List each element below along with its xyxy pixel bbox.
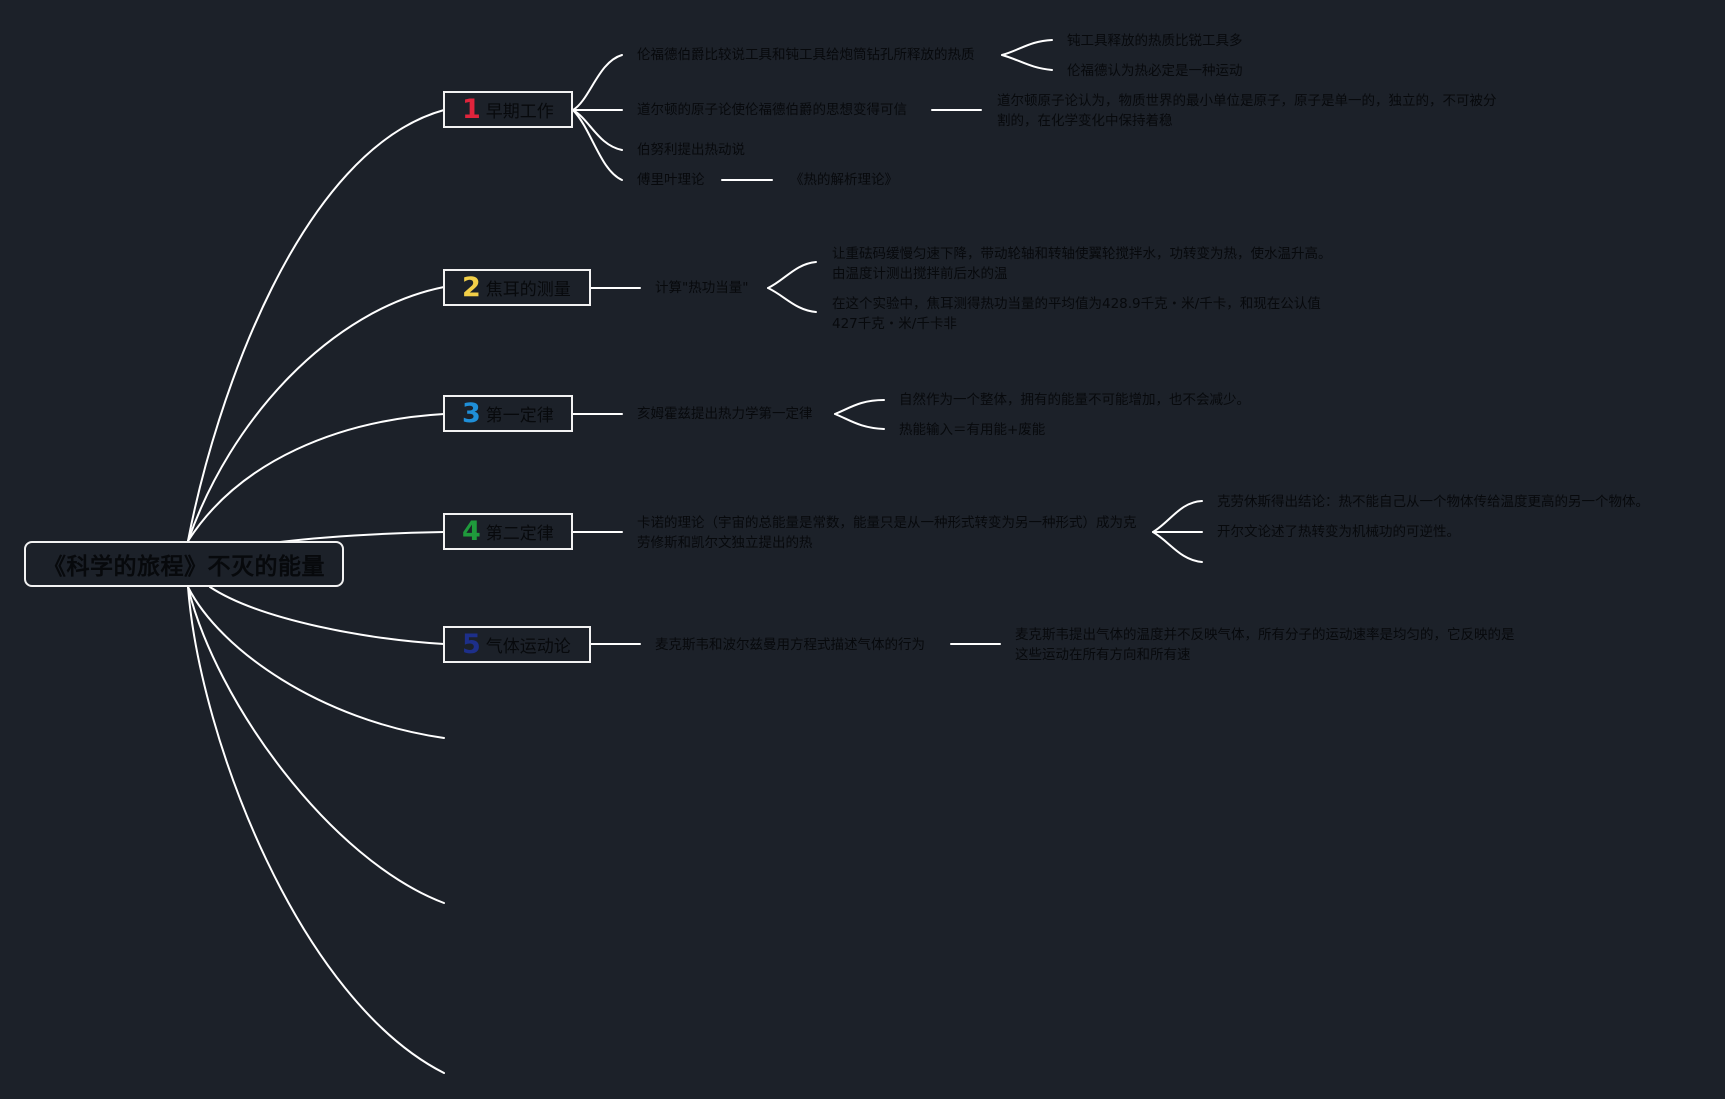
connector-b4-item1-child3 (1152, 531, 1203, 563)
connector-b1-item4 (572, 109, 623, 181)
branch-number-2: 2 (462, 272, 481, 303)
topic-energy-equation[interactable]: 热能输入＝有用能+废能 (899, 422, 1046, 438)
branch-number-3: 3 (462, 398, 481, 429)
branch-label: 焦耳的测量 (485, 280, 571, 300)
topic-maxwell-boltzmann[interactable]: 麦克斯韦和波尔兹曼用方程式描述气体的行为 (655, 637, 925, 653)
branch-early-work[interactable]: 1 早期工作 (443, 91, 573, 128)
connector-b1-item1-child1 (1001, 39, 1053, 56)
root-topic[interactable]: 《科学的旅程》不灭的能量 (24, 541, 344, 587)
connector-b1-item3 (572, 109, 623, 151)
connector-root-empty-1 (187, 586, 445, 739)
connector-b3-item1-child1 (834, 399, 885, 415)
topic-blunt-tool-more-heat[interactable]: 钝工具释放的热质比锐工具多 (1067, 33, 1243, 49)
topic-helmholtz[interactable]: 亥姆霍兹提出热力学第一定律 (637, 406, 813, 422)
topic-clausius-conclusion[interactable]: 克劳休斯得出结论：热不能自己从一个物体传给温度更高的另一个物体。 (1217, 494, 1649, 510)
connector-b3-item1-child2 (834, 413, 885, 430)
branch-joule-measurement[interactable]: 2 焦耳的测量 (443, 269, 591, 306)
branch-label: 早期工作 (485, 102, 554, 122)
root-title: 《科学的旅程》不灭的能量 (43, 554, 325, 580)
connector-root-branch-5 (209, 586, 445, 645)
branch-label: 气体运动论 (485, 637, 571, 657)
branch-second-law[interactable]: 4 第二定律 (443, 513, 573, 550)
branch-number-5: 5 (462, 629, 481, 660)
branch-label: 第二定律 (485, 524, 554, 544)
topic-bernoulli[interactable]: 伯努利提出热动说 (637, 142, 745, 158)
topic-maxwell-distribution[interactable]: 麦克斯韦提出气体的温度并不反映气体，所有分子的运动速率是均匀的，它反映的是这些运… (1015, 627, 1515, 663)
connector-b2-item1-child2 (767, 287, 817, 313)
topic-rumford-comparison[interactable]: 伦福德伯爵比较说工具和钝工具给炮筒钻孔所释放的热质 (637, 47, 975, 63)
connector-b2-item1-child1 (767, 261, 817, 289)
connector-b1-item1 (572, 54, 623, 111)
topic-joule-result[interactable]: 在这个实验中，焦耳测得热功当量的平均值为428.9千克・米/千卡，和现在公认值4… (832, 296, 1321, 332)
branch-kinetic-theory[interactable]: 5 气体运动论 (443, 626, 591, 663)
topic-fourier-book[interactable]: 《热的解析理论》 (790, 172, 898, 188)
connector-root-branch-3 (187, 413, 445, 542)
branch-number-4: 4 (462, 516, 481, 547)
connector-root-branch-4 (279, 531, 445, 543)
topic-dalton-atomism[interactable]: 道尔顿的原子论使伦福德伯爵的思想变得可信 (637, 102, 907, 118)
connector-b1-item1-child2 (1001, 54, 1053, 71)
topic-mechanical-equivalent[interactable]: 计算"热功当量" (655, 280, 749, 296)
connector-root-branch-1 (187, 109, 445, 542)
connector-root-empty-2 (187, 586, 445, 904)
connector-root-empty-3 (187, 586, 445, 1074)
connector-b4-item1-child1 (1152, 500, 1203, 533)
topic-heat-is-motion[interactable]: 伦福德认为热必定是一种运动 (1067, 63, 1243, 79)
topic-fourier[interactable]: 傅里叶理论 (637, 172, 705, 188)
topic-joule-experiment[interactable]: 让重砝码缓慢匀速下降，带动轮轴和转轴使翼轮搅拌水，功转变为热，使水温升高。由温度… (832, 246, 1332, 282)
topic-energy-conservation[interactable]: 自然作为一个整体，拥有的能量不可能增加，也不会减少。 (899, 392, 1250, 408)
branch-first-law[interactable]: 3 第一定律 (443, 395, 573, 432)
connector-root-branch-2 (187, 286, 445, 542)
branch-label: 第一定律 (485, 406, 554, 426)
branch-number-1: 1 (462, 94, 481, 125)
topic-carnot-theory[interactable]: 卡诺的理论（宇宙的总能量是常数，能量只是从一种形式转变为另一种形式）成为克劳修斯… (637, 515, 1137, 551)
topic-dalton-atom-definition[interactable]: 道尔顿原子论认为，物质世界的最小单位是原子，原子是单一的，独立的，不可被分割的，… (997, 93, 1497, 129)
topic-kelvin-reversibility[interactable]: 开尔文论述了热转变为机械功的可逆性。 (1217, 524, 1460, 540)
